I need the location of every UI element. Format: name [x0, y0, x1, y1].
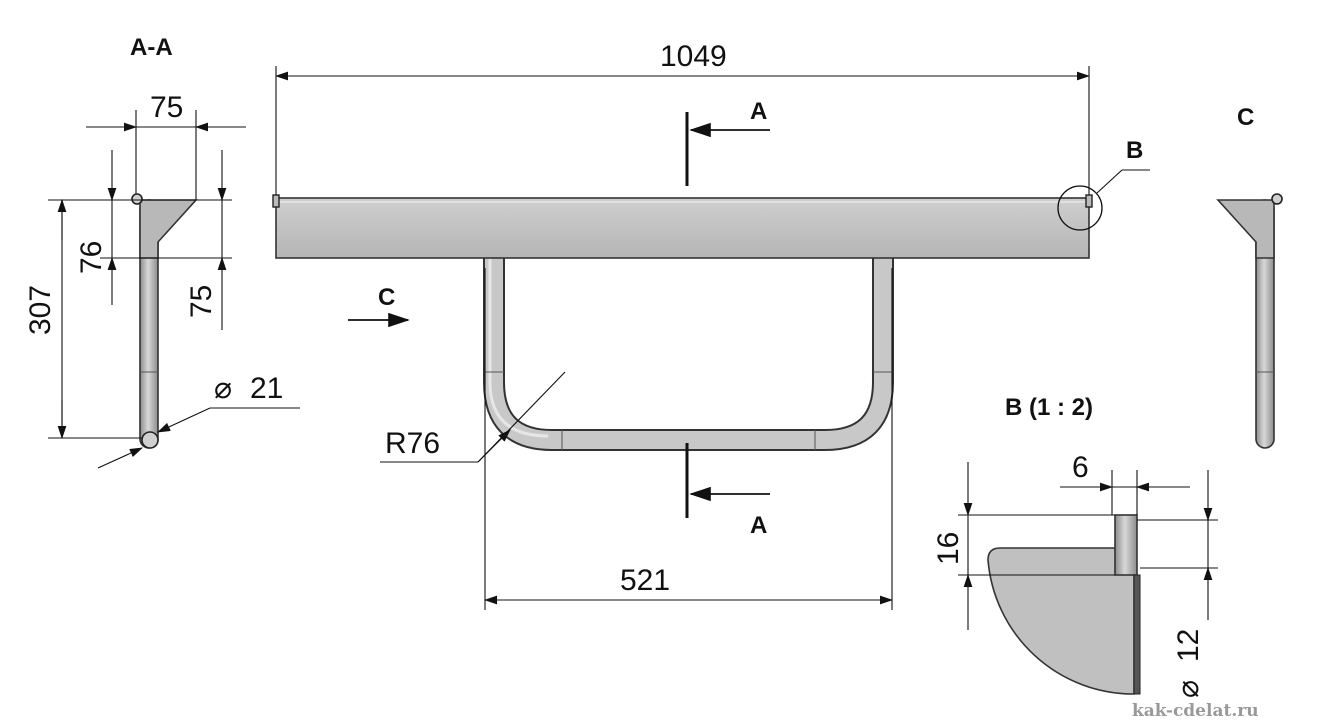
section-a-bottom-label: A	[750, 512, 767, 539]
view-c-bracket	[1216, 199, 1275, 259]
view-c-arrow-label: C	[378, 284, 395, 311]
dim-slot-width: 6	[1072, 451, 1089, 484]
watermark: kak-cdelat.ru	[1132, 701, 1259, 721]
section-a-top-label: A	[750, 98, 767, 125]
section-aa-view: A-A 75 76 75 307	[24, 34, 300, 469]
dim-slot-height: 16	[932, 532, 965, 565]
detail-b-slot	[1133, 574, 1141, 695]
view-c: C	[1216, 104, 1283, 449]
dim-tube-diameter-symbol: ⌀	[214, 372, 232, 405]
dim-section-width: 75	[150, 91, 183, 124]
detail-b-view: B (1 : 2) 6 16 ⌀ 12	[932, 394, 1218, 698]
detail-b-title: B (1 : 2)	[1005, 394, 1093, 421]
dim-tube-diameter: 21	[250, 372, 283, 405]
detail-b-pin	[1114, 514, 1138, 576]
detail-b-marker-label: B	[1126, 137, 1143, 164]
dim-handle-span: 521	[620, 564, 670, 597]
mount-plate	[275, 197, 1090, 259]
dim-overall-length: 1049	[660, 40, 727, 73]
section-aa-label: A-A	[130, 34, 173, 61]
dim-plate-height: 75	[185, 285, 218, 318]
detail-b-plate-section	[987, 547, 1135, 695]
dim-bend-radius: R76	[385, 427, 440, 460]
section-bracket	[139, 199, 198, 259]
handle-tube	[485, 258, 892, 449]
view-c-label: C	[1237, 104, 1254, 131]
dim-flange-height: 76	[75, 241, 108, 274]
detail-b-circle	[1057, 185, 1103, 231]
main-view: 1049 B A A C R76	[272, 40, 1150, 610]
dim-pin-diameter-symbol: ⌀	[1172, 680, 1205, 698]
dim-section-total-height: 307	[24, 285, 57, 335]
dim-pin-diameter: 12	[1172, 629, 1205, 662]
handle-tube-outline	[483, 258, 894, 451]
